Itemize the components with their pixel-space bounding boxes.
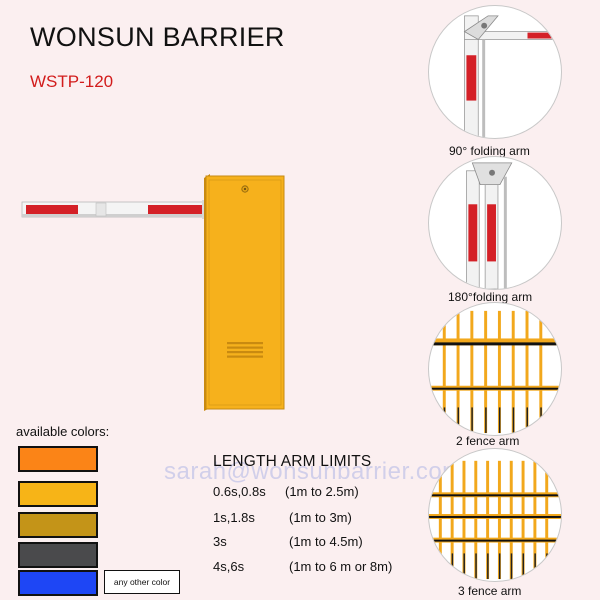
fence-bar — [456, 310, 460, 434]
fence-arm-2-icon — [429, 310, 561, 434]
fence-bar — [450, 460, 454, 580]
fence-bar — [521, 460, 525, 580]
limit-row: 4s,6s (1m to 6 m or 8m) — [213, 559, 392, 574]
fence-bar — [545, 460, 549, 580]
barrier-gate-image — [21, 174, 285, 411]
fence-bar — [539, 310, 543, 434]
color-swatch-orange — [18, 446, 98, 472]
fence-bar — [497, 460, 501, 580]
fence-bar — [484, 310, 488, 434]
fence-bar-tip — [471, 407, 473, 434]
limit-speed: 0.6s,0.8s — [213, 484, 266, 499]
fence-bar-tip — [498, 407, 501, 434]
fence-bar-tip — [485, 407, 487, 434]
fence-bar — [509, 460, 513, 580]
page-title: WONSUN BARRIER — [30, 22, 285, 52]
fence-bar-tip — [487, 553, 489, 580]
fence-bar-tip — [540, 407, 542, 434]
limit-row: 1s,1.8s (1m to 3m) — [213, 510, 352, 525]
other-color-label: any other color — [104, 570, 180, 594]
color-swatch-dark-gray — [18, 542, 98, 568]
limit-range: (1m to 6 m or 8m) — [289, 559, 393, 574]
fence-bar — [511, 310, 515, 434]
folding-arm-180-icon — [466, 162, 513, 289]
arm-caption: 2 fence arm — [456, 434, 520, 448]
limit-range: (1m to 3m) — [289, 510, 352, 525]
fence-bar — [497, 310, 501, 434]
fence-bar — [442, 310, 446, 434]
folding-arm-180-image — [428, 156, 562, 290]
fence-bar-tip — [522, 553, 525, 580]
length-arm-limits-title: LENGTH ARM LIMITS — [213, 453, 372, 470]
fence-bar-tip — [526, 407, 528, 434]
fence-bar — [474, 460, 478, 580]
fence-bar-tip — [439, 553, 442, 580]
fence-bar — [486, 460, 490, 580]
fence-bar-tip — [475, 553, 477, 580]
available-colors-label: available colors: — [16, 424, 110, 439]
limit-speed: 4s,6s — [213, 559, 245, 574]
model-number: WSTP-120 — [30, 72, 114, 91]
folding-arm-90-icon — [463, 15, 561, 138]
fence-bar-tip — [546, 553, 548, 580]
color-swatch-yellow — [18, 481, 98, 507]
fence-bar — [438, 460, 442, 580]
fence-bar-tip — [457, 407, 460, 434]
fence-bar-tip — [463, 553, 465, 580]
fence-arm-2-image — [428, 302, 562, 436]
limit-speed: 3s — [213, 534, 227, 549]
fence-bar-tip — [451, 553, 454, 580]
fence-bar — [533, 460, 537, 580]
limit-range: (1m to 2.5m) — [285, 484, 359, 499]
color-swatch-blue — [18, 570, 98, 596]
fence-bar — [525, 310, 529, 434]
limit-range: (1m to 4.5m) — [289, 534, 363, 549]
fence-arm-3-icon — [429, 460, 561, 580]
fence-bar-tip — [498, 553, 501, 580]
limit-row: 3s (1m to 4.5m) — [213, 534, 363, 549]
folding-arm-90-image — [428, 5, 562, 139]
fence-bar-tip — [512, 407, 515, 434]
arm-caption: 3 fence arm — [458, 584, 522, 598]
fence-bar-tip — [534, 553, 536, 580]
arm-caption: 90° folding arm — [449, 144, 530, 158]
fence-bar — [470, 310, 474, 434]
fence-arm-3-image — [428, 448, 562, 582]
color-swatch-gold — [18, 512, 98, 538]
fence-bar-tip — [510, 553, 513, 580]
arm-caption: 180°folding arm — [448, 290, 533, 304]
limit-speed: 1s,1.8s — [213, 510, 255, 525]
limit-row: 0.6s,0.8s (1m to 2.5m) — [213, 484, 359, 499]
fence-bar — [462, 460, 466, 580]
fence-bar-tip — [443, 407, 446, 434]
